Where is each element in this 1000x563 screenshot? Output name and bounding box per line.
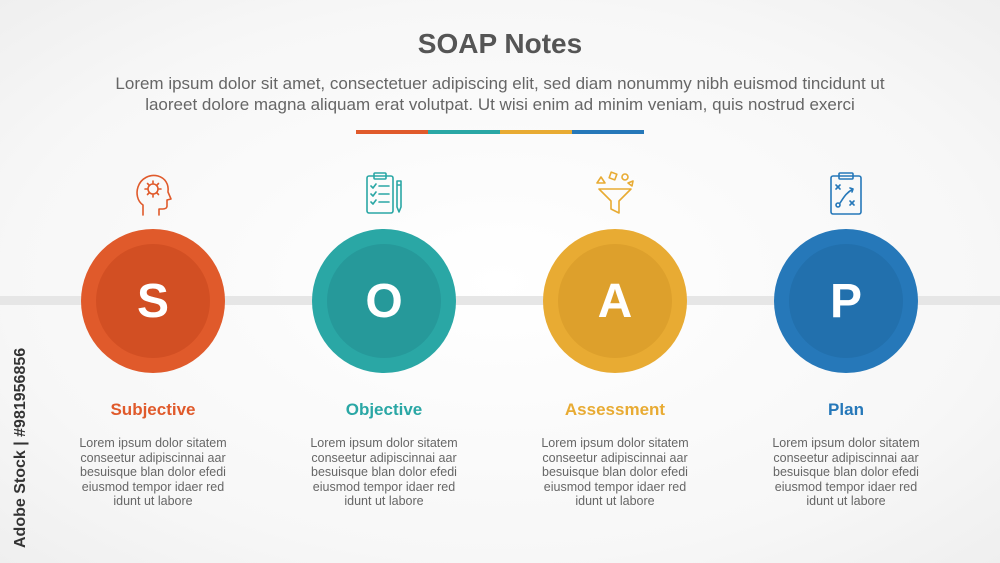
step-description: Lorem ipsum dolor sitatem conseetur adip… — [79, 436, 227, 508]
step-letter: A — [558, 244, 672, 358]
accent-segment-yellow — [500, 130, 572, 134]
step-letter: P — [789, 244, 903, 358]
funnel-shapes-icon — [595, 171, 635, 217]
step-circle: A — [543, 229, 687, 373]
page-title: SOAP Notes — [417, 28, 583, 59]
step-label: Subjective — [110, 400, 196, 419]
accent-segment-teal — [428, 130, 500, 134]
step-assessment: A Assessment Lorem ipsum dolor sitatem c… — [515, 0, 715, 563]
timeline-line — [0, 296, 1000, 305]
stock-watermark: Adobe Stock | #981956856 — [12, 347, 29, 548]
step-letter: O — [327, 244, 441, 358]
step-label: Assessment — [564, 400, 666, 419]
accent-segment-red — [356, 130, 428, 134]
step-label: Objective — [345, 400, 423, 419]
step-description: Lorem ipsum dolor sitatem conseetur adip… — [772, 436, 920, 508]
step-subjective: S Subjective Lorem ipsum dolor sitatem c… — [53, 0, 253, 563]
clipboard-checklist-icon — [364, 171, 404, 217]
intro-text: Lorem ipsum dolor sit amet, consectetuer… — [60, 73, 940, 115]
step-letter: S — [96, 244, 210, 358]
step-label: Plan — [828, 400, 864, 419]
step-description: Lorem ipsum dolor sitatem conseetur adip… — [310, 436, 458, 508]
head-gear-icon — [133, 171, 173, 217]
step-circle: P — [774, 229, 918, 373]
intro-line: Lorem ipsum dolor sit amet, consectetuer… — [115, 74, 885, 93]
color-accent-bar — [356, 130, 644, 134]
accent-segment-blue — [572, 130, 644, 134]
step-circle: O — [312, 229, 456, 373]
step-description: Lorem ipsum dolor sitatem conseetur adip… — [541, 436, 689, 508]
intro-line: laoreet dolore magna aliquam erat volutp… — [145, 95, 855, 114]
step-circle: S — [81, 229, 225, 373]
step-objective: O Objective Lorem ipsum dolor sitatem co… — [284, 0, 484, 563]
step-plan: P Plan Lorem ipsum dolor sitatem conseet… — [746, 0, 946, 563]
clipboard-strategy-icon — [826, 171, 866, 217]
